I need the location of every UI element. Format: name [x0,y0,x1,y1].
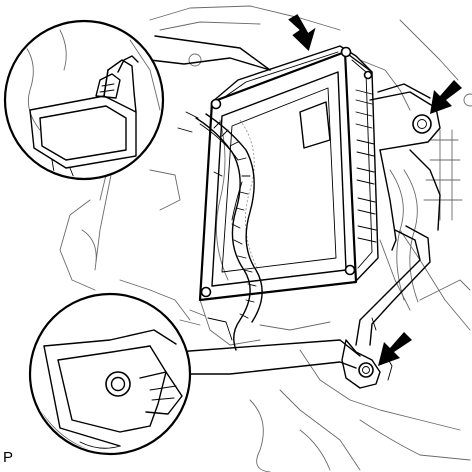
clip-detail-callout-leader [149,35,271,71]
wire-harness [177,111,263,351]
bottom-bolt-arrow [378,332,412,366]
clip-detail-callout [3,19,165,181]
top-mount-arrow [288,14,316,51]
bolt-detail-callout-leader [175,339,361,375]
background-structure [59,5,472,472]
mounting-bracket [355,83,441,346]
engine-control-module [198,45,432,302]
lower-bolt-location [341,317,393,389]
bolt-detail-callout [28,292,192,456]
right-mount-arrow [430,80,462,114]
corner-label: P [3,449,14,466]
